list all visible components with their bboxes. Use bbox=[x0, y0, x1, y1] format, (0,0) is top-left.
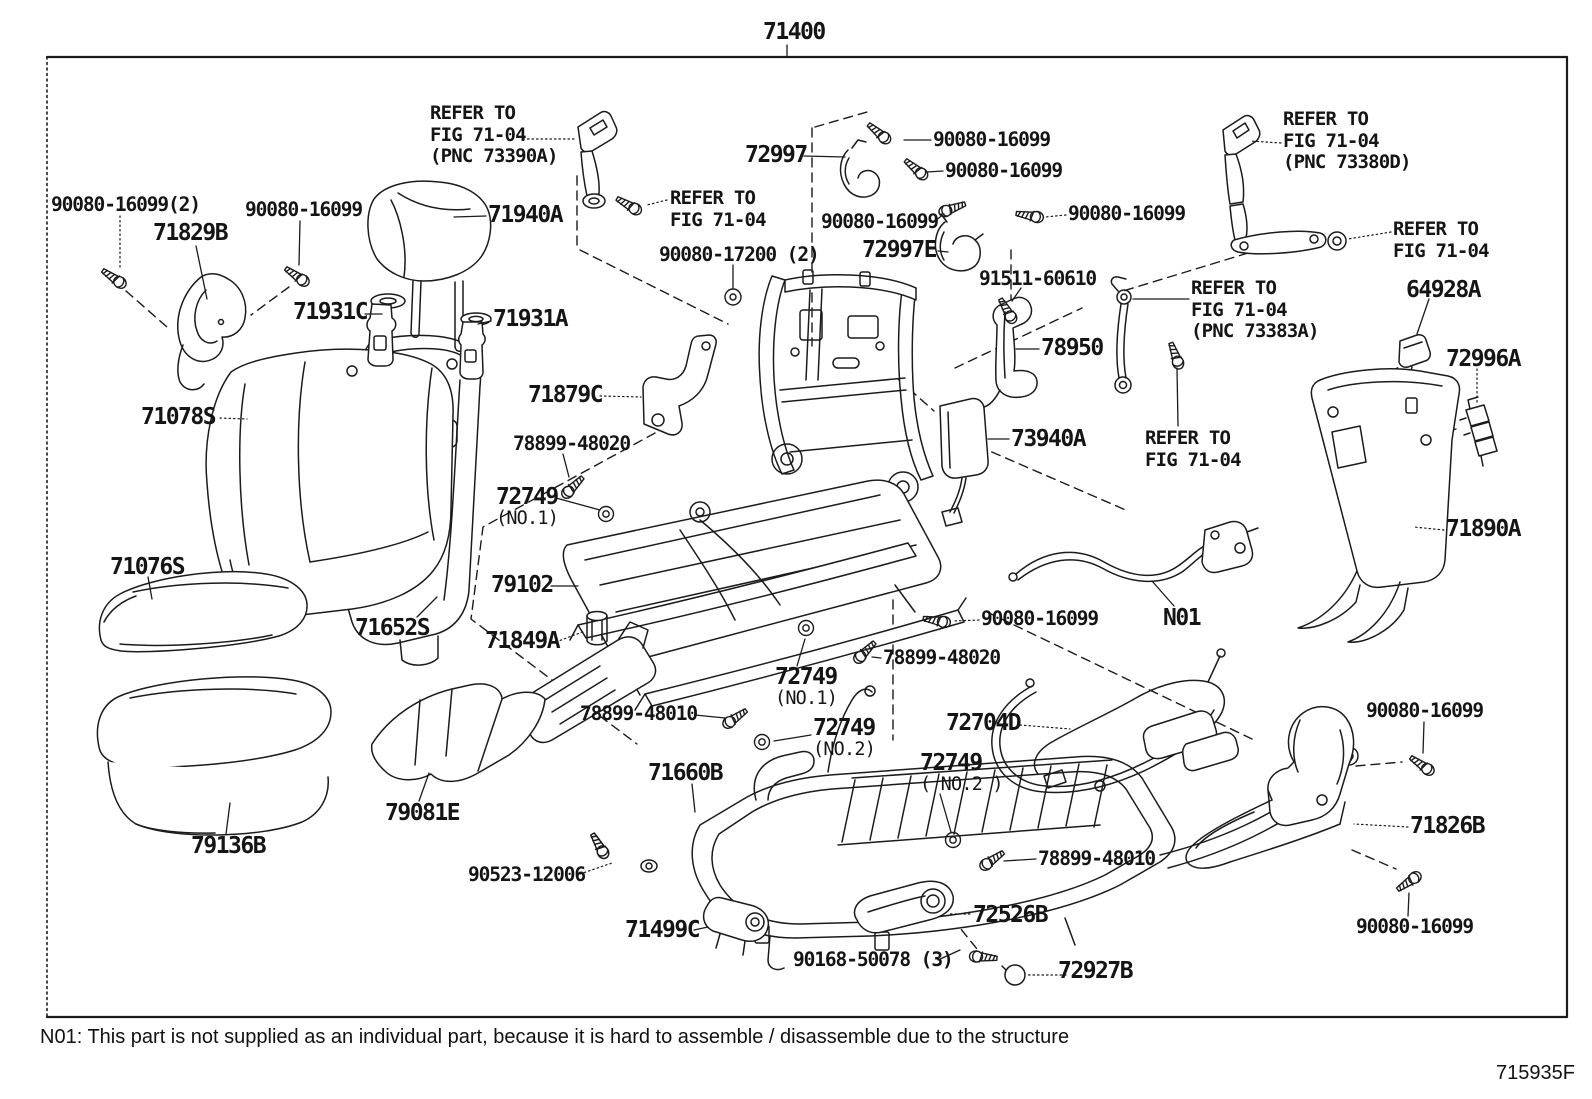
part-label-72997: 72997 bbox=[745, 142, 808, 168]
part-label-64928a: 64928A bbox=[1406, 277, 1482, 303]
fastener-nuts bbox=[597, 288, 962, 849]
diagram-border bbox=[45, 55, 1569, 1019]
part-shape-hook-72997 bbox=[839, 139, 881, 198]
part-label-71940a: 71940A bbox=[488, 202, 564, 228]
part-label-refer-to-fig-71-04-pnc-73380d-: REFER TO FIG 71-04 (PNC 73380D) bbox=[1283, 108, 1411, 173]
part-label-90080-16099: 90080-16099 bbox=[1356, 915, 1474, 938]
part-shape-seatback-frame bbox=[758, 269, 934, 503]
part-label-suffix: (NO.2) bbox=[813, 739, 876, 760]
part-label-suffix: ( NO.2 ) bbox=[920, 774, 1004, 795]
part-label-90080-16099: 90080-16099 bbox=[1366, 699, 1484, 722]
sheet-code: 715935F bbox=[1496, 1062, 1575, 1084]
leader-lines-dotted bbox=[119, 138, 1478, 976]
part-label-78950: 78950 bbox=[1041, 335, 1104, 361]
part-label-90523-12006: 90523-12006 bbox=[468, 863, 586, 886]
part-label-72996a: 72996A bbox=[1446, 346, 1522, 372]
part-shape-ring-72927B bbox=[1001, 964, 1026, 986]
part-shape-belt-buckle-right bbox=[1222, 114, 1347, 255]
part-label-72927b: 72927B bbox=[1058, 958, 1134, 984]
part-label-72526b: 72526B bbox=[973, 902, 1049, 928]
part-label-79102: 79102 bbox=[491, 572, 554, 598]
figure-number: 71400 bbox=[763, 19, 826, 45]
part-shape-bolt-90523 bbox=[586, 830, 658, 873]
part-label-refer-to-fig-71-04-pnc-73390a-: REFER TO FIG 71-04 (PNC 73390A) bbox=[430, 102, 558, 167]
part-shape-bracket-72997E bbox=[934, 213, 984, 272]
part-label-79136b: 79136B bbox=[191, 833, 267, 859]
part-label-suffix: (NO.1) bbox=[496, 508, 559, 529]
part-label-71078s: 71078S bbox=[141, 404, 217, 430]
part-label-78899-48010: 78899-48010 bbox=[1038, 847, 1156, 870]
part-shape-cushion-71076S bbox=[98, 570, 308, 653]
part-label-71499c: 71499C bbox=[625, 917, 701, 943]
part-label-72749: 72749(NO.1) bbox=[496, 484, 559, 529]
part-label-78899-48020: 78899-48020 bbox=[883, 646, 1001, 669]
part-label-71829b: 71829B bbox=[153, 220, 229, 246]
part-label-suffix: (NO.1) bbox=[775, 688, 838, 709]
part-label-71931a: 71931A bbox=[493, 306, 569, 332]
part-label-78899-48020: 78899-48020 bbox=[513, 432, 631, 455]
part-shape-lever-72526B bbox=[853, 880, 954, 934]
part-label-refer-to-fig-71-04: REFER TO FIG 71-04 bbox=[1393, 218, 1490, 262]
part-shape-shield-73940A bbox=[939, 397, 989, 527]
part-shape-release-cable-n01 bbox=[1008, 520, 1259, 582]
leader-lines bbox=[147, 44, 1430, 961]
part-label-90080-17200-2-: 90080-17200 (2) bbox=[659, 243, 820, 266]
part-shape-back-board-71890A bbox=[1297, 368, 1461, 643]
part-label-73940a: 73940A bbox=[1011, 426, 1087, 452]
part-label-71890a: 71890A bbox=[1446, 516, 1522, 542]
part-label-72704d: 72704D bbox=[946, 710, 1022, 736]
part-shape-tether-strap bbox=[1110, 276, 1132, 394]
part-label-71879c: 71879C bbox=[528, 382, 604, 408]
part-label-refer-to-fig-71-04: REFER TO FIG 71-04 bbox=[1145, 427, 1242, 471]
part-label-72749: 72749(NO.1) bbox=[775, 664, 838, 709]
part-label-72749: 72749( NO.2 ) bbox=[920, 750, 1004, 795]
part-shape-cylinder-71499C bbox=[702, 896, 770, 956]
part-shape-bracket-71879C bbox=[642, 334, 717, 436]
part-label-90168-50078-3-: 90168-50078 (3) bbox=[793, 948, 954, 971]
part-label-71076s: 71076S bbox=[110, 554, 186, 580]
part-label-90080-16099: 90080-16099 bbox=[821, 210, 939, 233]
part-label-90080-16099: 90080-16099 bbox=[945, 159, 1063, 182]
part-shape-switch-72996A bbox=[1459, 396, 1498, 467]
part-label-90080-16099: 90080-16099 bbox=[245, 198, 363, 221]
part-shape-headrest-guide-71931C bbox=[366, 293, 406, 367]
part-label-71660b: 71660B bbox=[648, 760, 724, 786]
part-shape-belt-buckle-left bbox=[577, 110, 618, 209]
part-label-79081e: 79081E bbox=[385, 800, 461, 826]
part-label-71652s: 71652S bbox=[355, 615, 431, 641]
part-label-refer-to-fig-71-04-pnc-73383a-: REFER TO FIG 71-04 (PNC 73383A) bbox=[1191, 277, 1319, 342]
part-shape-seat-back-cushion-71078S bbox=[205, 348, 454, 621]
part-shape-bracket-71829B bbox=[177, 273, 247, 391]
part-shape-cushion-79136B bbox=[96, 676, 332, 836]
part-shape-protector-79081E bbox=[370, 683, 546, 783]
part-label-72749: 72749(NO.2) bbox=[813, 715, 876, 760]
part-label-90080-16099: 90080-16099 bbox=[981, 607, 1099, 630]
part-label-90080-16099: 90080-16099 bbox=[1068, 202, 1186, 225]
part-label-72997e: 72997E bbox=[862, 237, 938, 263]
part-label-refer-to-fig-71-04: REFER TO FIG 71-04 bbox=[670, 187, 767, 231]
part-label-n01: N01 bbox=[1163, 605, 1202, 631]
footnote-n01: N01: This part is not supplied as an ind… bbox=[40, 1026, 1070, 1048]
part-label-90080-16099-2-: 90080-16099(2) bbox=[51, 193, 201, 216]
part-label-71849a: 71849A bbox=[485, 628, 561, 654]
part-shape-seat-rails-79102 bbox=[562, 479, 967, 711]
part-shape-side-shield-71826B bbox=[1185, 706, 1355, 869]
part-label-71931c: 71931C bbox=[293, 299, 369, 325]
part-label-91511-60610: 91511-60610 bbox=[979, 267, 1097, 290]
part-shape-cable-72704D bbox=[991, 648, 1239, 794]
part-label-90080-16099: 90080-16099 bbox=[933, 128, 1051, 151]
part-shape-slat-rail bbox=[523, 621, 657, 744]
part-shape-strap-guide-78950 bbox=[983, 296, 1038, 408]
part-label-78899-48010: 78899-48010 bbox=[580, 702, 698, 725]
part-shape-clip-64928A bbox=[1398, 334, 1431, 375]
part-shape-bolt-71849A bbox=[586, 610, 608, 646]
part-label-71826b: 71826B bbox=[1410, 813, 1486, 839]
part-shape-headrest-guide-71931A bbox=[458, 312, 492, 380]
